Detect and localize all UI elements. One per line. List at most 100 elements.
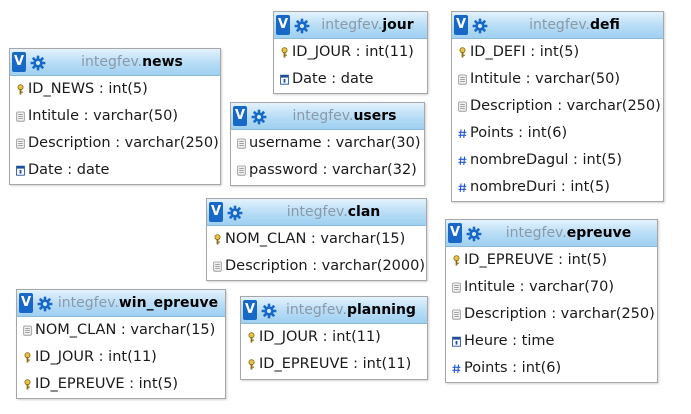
key-icon <box>24 352 31 363</box>
table-name: jour <box>382 17 414 33</box>
field-row[interactable]: password : varchar(32) <box>231 157 424 184</box>
table-defi[interactable]: V integfev.defi ID_DEFI : int(5) Intitul… <box>451 11 664 202</box>
field-row[interactable]: ID_JOUR : int(11) <box>241 324 427 351</box>
db-prefix: integfev. <box>286 302 347 318</box>
table-header[interactable]: V integfev.planning <box>241 297 427 324</box>
key-icon <box>17 84 24 95</box>
table-title: integfev.clan <box>247 204 420 221</box>
field-label: Intitule : varchar(70) <box>464 279 614 295</box>
table-name: defi <box>590 17 620 33</box>
db-prefix: integfev. <box>505 225 567 241</box>
db-prefix: integfev. <box>292 108 354 124</box>
field-row[interactable]: ID_NEWS : int(5) <box>10 76 220 103</box>
field-row[interactable]: Date : date <box>10 157 220 184</box>
field-row[interactable]: Description : varchar(250) <box>10 130 220 157</box>
field-row[interactable]: ID_EPREUVE : int(5) <box>17 371 225 398</box>
text-field-icon <box>452 282 461 293</box>
toggle-button[interactable]: V <box>243 300 257 320</box>
key-icon <box>453 255 460 266</box>
table-clan[interactable]: V integfev.clan NOM_CLAN : varchar(15) D… <box>206 198 427 281</box>
table-epreuve[interactable]: V integfev.epreuve ID_EPREUVE : int(5) I… <box>445 219 658 383</box>
gear-icon[interactable] <box>227 205 243 221</box>
key-icon <box>214 234 221 245</box>
field-row[interactable]: ID_DEFI : int(5) <box>452 39 663 66</box>
gear-icon[interactable] <box>37 296 53 312</box>
text-field-icon <box>16 138 25 149</box>
table-planning[interactable]: V integfev.planning ID_JOUR : int(11) ID… <box>240 296 428 380</box>
field-row[interactable]: nombreDuri : int(5) <box>452 174 663 201</box>
table-header[interactable]: V integfev.clan <box>207 199 426 226</box>
field-row[interactable]: ID_EPREUVE : int(11) <box>241 351 427 378</box>
table-title: integfev.win_epreuve <box>57 295 219 312</box>
text-field-icon <box>237 165 246 176</box>
table-title: integfev.news <box>50 54 214 71</box>
table-win-epreuve[interactable]: V integfev.win_epreuve NOM_CLAN : varcha… <box>16 289 226 399</box>
text-field-icon <box>458 74 467 85</box>
table-title: integfev.jour <box>314 17 421 34</box>
table-name: clan <box>347 204 381 220</box>
key-icon <box>248 359 255 370</box>
field-row[interactable]: Intitule : varchar(50) <box>452 66 663 93</box>
gear-icon[interactable] <box>251 109 267 125</box>
db-prefix: integfev. <box>529 17 591 33</box>
key-icon <box>459 47 466 58</box>
table-name: win_epreuve <box>118 295 219 311</box>
toggle-button[interactable]: V <box>233 106 247 126</box>
field-row[interactable]: Heure : time <box>446 328 657 355</box>
toggle-button[interactable]: V <box>454 15 468 35</box>
table-header[interactable]: V integfev.epreuve <box>446 220 657 247</box>
field-row[interactable]: Description : varchar(2000) <box>207 253 426 280</box>
field-row[interactable]: nombreDagul : int(5) <box>452 147 663 174</box>
field-row[interactable]: Date : date <box>274 66 427 93</box>
table-jour[interactable]: V integfev.jour ID_JOUR : int(11) Date :… <box>273 11 428 94</box>
field-row[interactable]: username : varchar(30) <box>231 130 424 157</box>
field-label: ID_JOUR : int(11) <box>259 329 381 345</box>
field-row[interactable]: ID_JOUR : int(11) <box>274 39 427 66</box>
field-label: ID_EPREUVE : int(5) <box>35 376 179 392</box>
field-row[interactable]: Points : int(6) <box>446 355 657 382</box>
field-label: Intitule : varchar(50) <box>470 71 620 87</box>
table-header[interactable]: V integfev.news <box>10 49 220 76</box>
field-label: Description : varchar(2000) <box>225 258 426 274</box>
toggle-button[interactable]: V <box>19 293 33 313</box>
field-row[interactable]: Intitule : varchar(70) <box>446 274 657 301</box>
field-label: Date : date <box>292 71 374 87</box>
table-header[interactable]: V integfev.users <box>231 103 424 130</box>
field-label: ID_NEWS : int(5) <box>28 81 148 97</box>
number-field-icon <box>458 156 467 166</box>
table-title: integfev.users <box>271 108 418 125</box>
table-title: integfev.defi <box>492 17 657 34</box>
toggle-button[interactable]: V <box>12 52 26 72</box>
text-field-icon <box>16 111 25 122</box>
gear-icon[interactable] <box>472 18 488 34</box>
field-row[interactable]: Points : int(6) <box>452 120 663 147</box>
field-row[interactable]: NOM_CLAN : varchar(15) <box>207 226 426 253</box>
gear-icon[interactable] <box>30 55 46 71</box>
toggle-button[interactable]: V <box>209 202 223 222</box>
field-row[interactable]: Intitule : varchar(50) <box>10 103 220 130</box>
text-field-icon <box>452 309 461 320</box>
field-label: password : varchar(32) <box>249 162 417 178</box>
field-row[interactable]: NOM_CLAN : varchar(15) <box>17 317 225 344</box>
gear-icon[interactable] <box>466 226 482 242</box>
field-row[interactable]: Description : varchar(250) <box>452 93 663 120</box>
table-news[interactable]: V integfev.news ID_NEWS : int(5) Intitul… <box>9 48 221 185</box>
db-prefix: integfev. <box>286 204 348 220</box>
table-users[interactable]: V integfev.users username : varchar(30) … <box>230 102 425 186</box>
table-header[interactable]: V integfev.jour <box>274 12 427 39</box>
field-label: NOM_CLAN : varchar(15) <box>225 231 406 247</box>
toggle-button[interactable]: V <box>276 15 290 35</box>
table-name: news <box>142 54 183 70</box>
toggle-button[interactable]: V <box>448 223 462 243</box>
gear-icon[interactable] <box>261 303 277 319</box>
gear-icon[interactable] <box>294 18 310 34</box>
table-name: epreuve <box>566 225 632 241</box>
field-row[interactable]: ID_EPREUVE : int(5) <box>446 247 657 274</box>
field-label: Intitule : varchar(50) <box>28 108 178 124</box>
field-label: Points : int(6) <box>470 125 568 141</box>
field-label: nombreDuri : int(5) <box>470 179 610 195</box>
table-header[interactable]: V integfev.defi <box>452 12 663 39</box>
field-row[interactable]: Description : varchar(250) <box>446 301 657 328</box>
field-row[interactable]: ID_JOUR : int(11) <box>17 344 225 371</box>
table-header[interactable]: V integfev.win_epreuve <box>17 290 225 317</box>
